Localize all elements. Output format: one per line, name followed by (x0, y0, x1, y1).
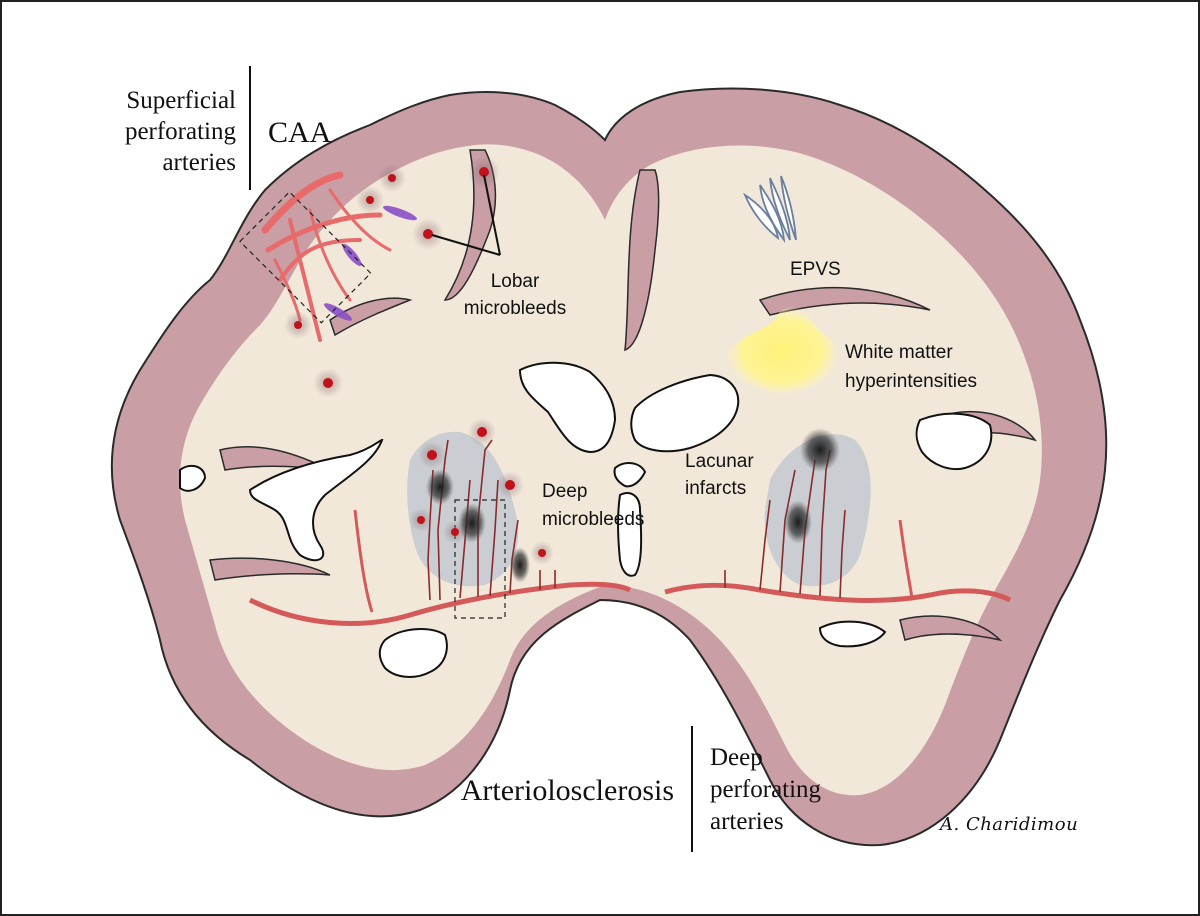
arteriolosclerosis-label: Arteriolosclerosis (461, 774, 674, 807)
superficial-line-1: Superficial (126, 87, 236, 114)
deep-line-1: Deep (710, 744, 763, 771)
superficial-line-2: perforating (125, 118, 237, 145)
wmh-patch (725, 305, 840, 396)
lobar-pointer-lines (431, 174, 501, 256)
epvs-label: EPVS (790, 259, 841, 280)
epvs-spaces (743, 175, 797, 244)
deep-perforating-arteries (248, 439, 1012, 626)
dashed-boxes (239, 191, 506, 619)
lobar-label-2: microbleeds (464, 298, 566, 319)
lobar-label-1: Lobar (491, 271, 540, 292)
caa-label: CAA (268, 116, 332, 149)
amyloid-deposits (324, 205, 417, 321)
superficial-line-3: arteries (162, 149, 236, 176)
bottom-label: Arteriolosclerosis Deep perforating arte… (461, 744, 822, 835)
deep-line-2: perforating (710, 776, 822, 803)
deep-mb-label-2: microbleeds (542, 509, 644, 530)
other-csf-spaces (179, 412, 993, 678)
superficial-perforating-arteries (261, 171, 392, 342)
lacunar-label-1: Lacunar (685, 451, 754, 472)
top-left-label: Superficial perforating arteries CAA (125, 87, 332, 176)
lateral-ventricles (518, 361, 740, 577)
lacunar-label-2: infarcts (685, 478, 746, 499)
lobar-microbleeds (284, 156, 500, 398)
wmh-label-2: hyperintensities (845, 371, 977, 392)
deep-mb-label-1: Deep (542, 481, 587, 502)
lacunar-infarcts (426, 428, 840, 583)
deep-line-3: arteries (710, 808, 784, 835)
deep-microbleeds (409, 418, 554, 565)
author-signature: A. Charidimou (938, 814, 1078, 835)
wmh-label-1: White matter (845, 342, 953, 363)
